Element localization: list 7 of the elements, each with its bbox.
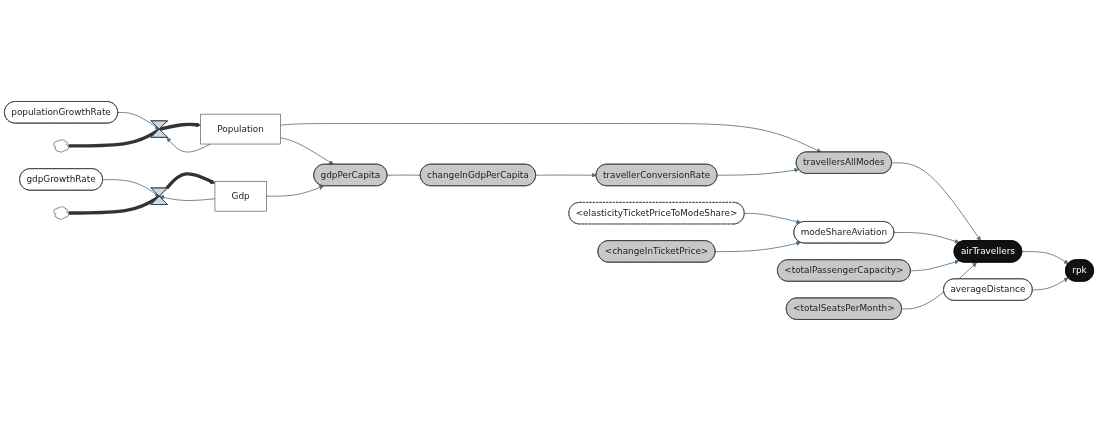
node-box: Population	[200, 113, 281, 145]
node-cloud	[53, 139, 69, 153]
node-cloud	[53, 206, 69, 220]
node-box: Gdp	[214, 180, 267, 212]
arrow	[159, 122, 201, 131]
connector	[386, 174, 421, 176]
arrow	[165, 172, 216, 190]
